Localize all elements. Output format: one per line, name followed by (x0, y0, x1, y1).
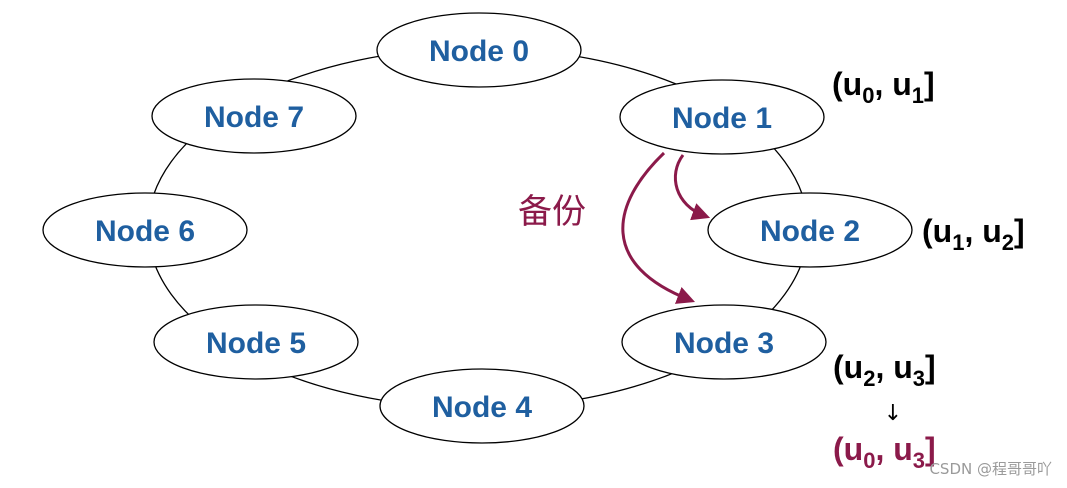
watermark: CSDN @程哥哥吖 (929, 460, 1052, 478)
node-3: Node 3 (621, 304, 827, 380)
node-1-label: Node 1 (672, 102, 772, 135)
node-1-range: (u0, u1] (832, 66, 935, 108)
node-1: Node 1 (619, 79, 825, 155)
node-4-label: Node 4 (432, 391, 532, 424)
node-3-range-before: (u2, u3] (833, 349, 936, 391)
node-5: Node 5 (153, 304, 359, 380)
node-0: Node 0 (376, 12, 582, 88)
node-6: Node 6 (42, 192, 248, 268)
node-6-label: Node 6 (95, 215, 195, 248)
node-2: Node 2 (707, 192, 913, 268)
node-0-label: Node 0 (429, 35, 529, 68)
node-5-label: Node 5 (206, 327, 306, 360)
node-3-label: Node 3 (674, 327, 774, 360)
node-7-label: Node 7 (204, 101, 304, 134)
backup-arrow-to-node-2 (673, 154, 711, 221)
node-3-range-after: (u0, u3] (833, 431, 936, 473)
node-2-label: Node 2 (760, 215, 860, 248)
backup-arrow-to-node-3 (621, 151, 696, 304)
node-7: Node 7 (151, 78, 357, 154)
node-4: Node 4 (379, 368, 585, 444)
backup-label: 备份 (518, 192, 586, 232)
node-2-range: (u1, u2] (922, 213, 1025, 255)
range-change-arrow: ↓ (884, 401, 902, 426)
